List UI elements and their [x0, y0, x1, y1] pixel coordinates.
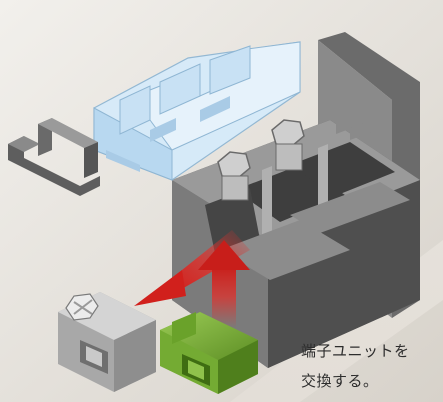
terminal-bolts	[217, 119, 305, 201]
caption-text: 端子ユニットを 交換する。	[301, 336, 410, 396]
side-bracket	[8, 118, 100, 196]
caption-line-2: 交換する。	[301, 372, 379, 390]
new-terminal-unit	[160, 312, 258, 394]
old-terminal-unit	[58, 292, 156, 392]
arrow-in-icon	[198, 240, 250, 328]
caption-line-1: 端子ユニットを	[301, 342, 410, 360]
transparent-cover	[93, 41, 301, 181]
